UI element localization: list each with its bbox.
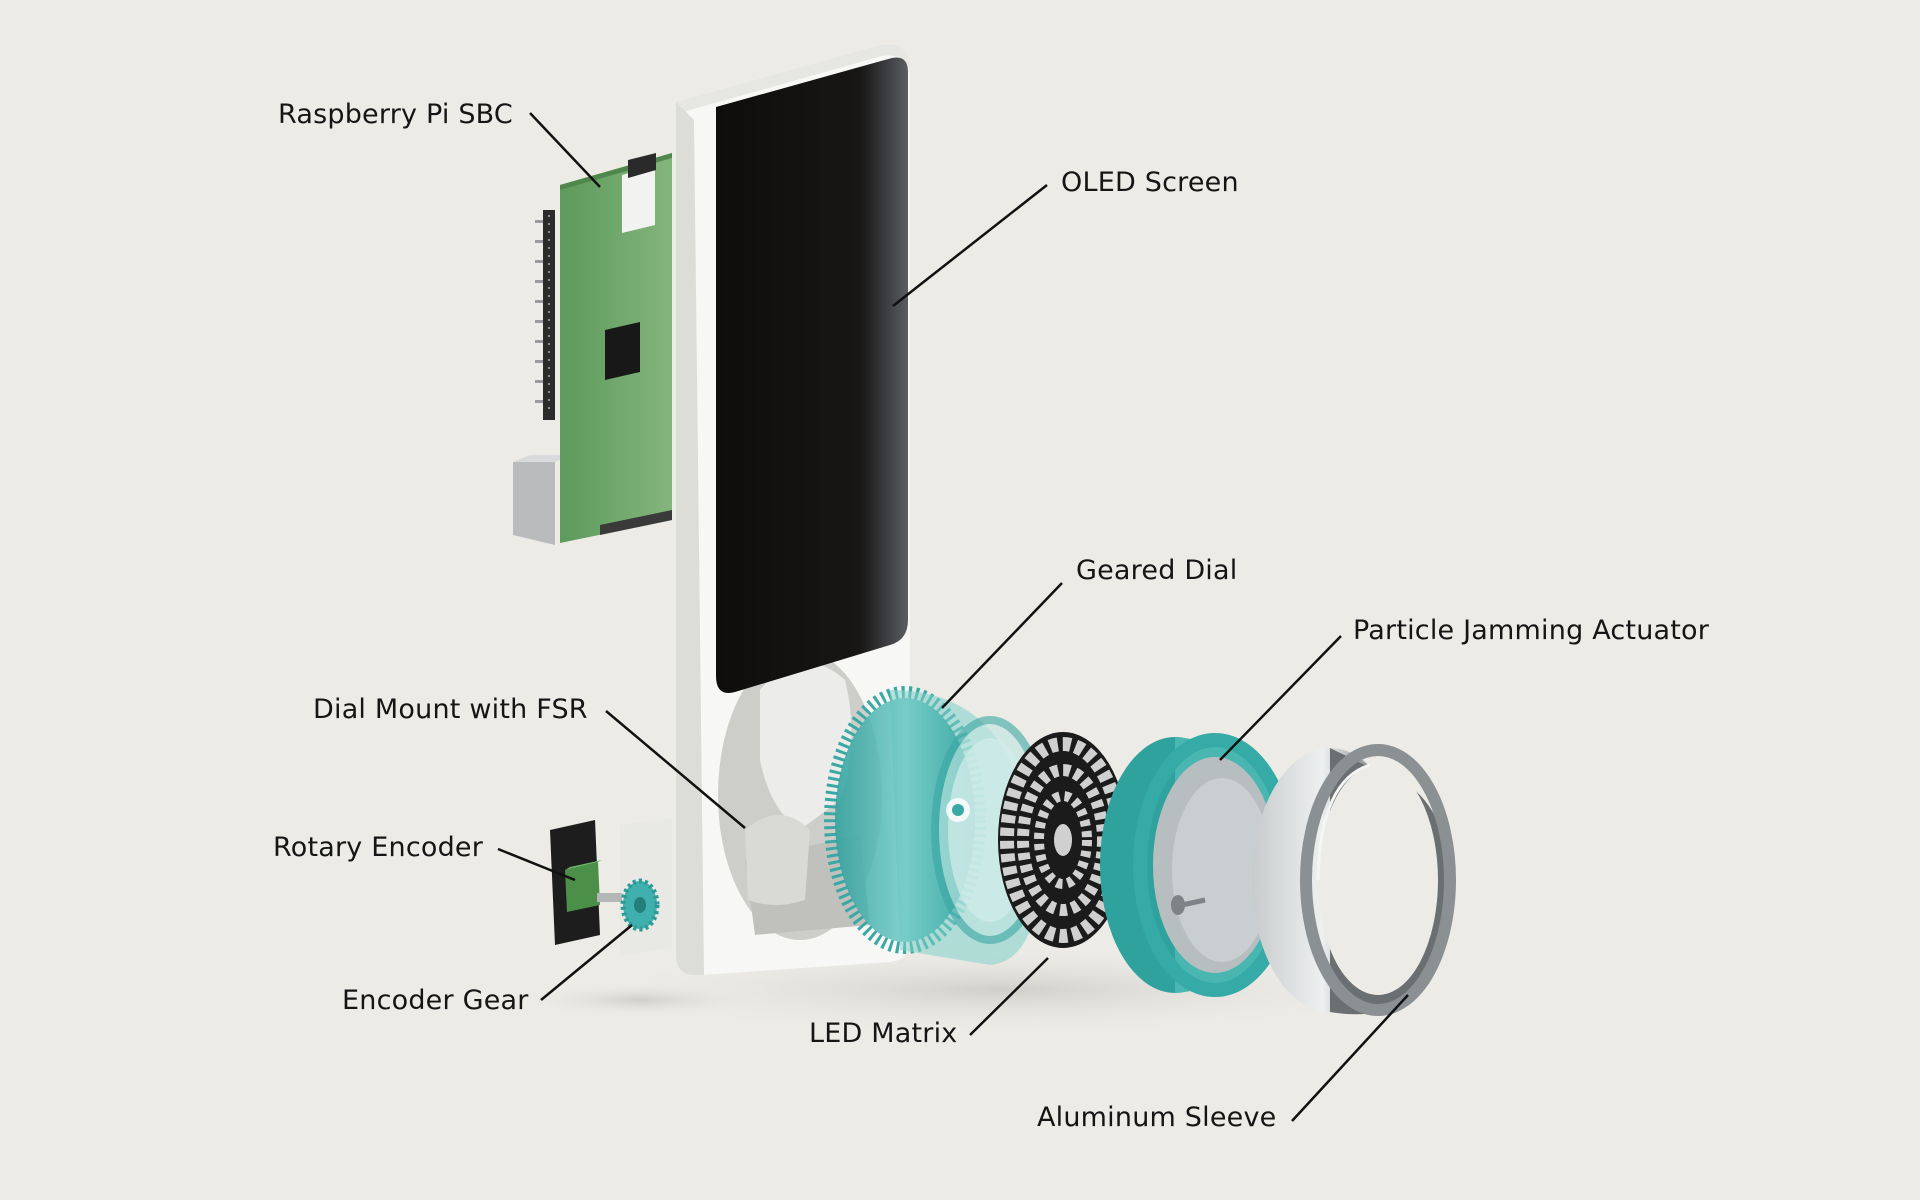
label-particle-jamming-actuator: Particle Jamming Actuator bbox=[1353, 615, 1710, 646]
label-encoder-gear: Encoder Gear bbox=[342, 985, 529, 1016]
label-rotary-encoder: Rotary Encoder bbox=[273, 832, 484, 863]
leader-lines bbox=[497, 112, 1409, 1122]
gpio-header bbox=[543, 210, 555, 420]
label-geared-dial: Geared Dial bbox=[1076, 555, 1238, 586]
particle-jamming-actuator bbox=[1100, 733, 1297, 997]
oled-screen bbox=[716, 57, 908, 693]
label-oled-screen: OLED Screen bbox=[1061, 167, 1239, 198]
encoder-gear bbox=[620, 878, 660, 932]
raspberry-pi-board bbox=[513, 153, 672, 545]
aluminum-sleeve bbox=[1252, 744, 1456, 1016]
label-led-matrix: LED Matrix bbox=[809, 1018, 958, 1049]
label-aluminum-sleeve: Aluminum Sleeve bbox=[1037, 1102, 1277, 1133]
label-dial-mount-with-fsr: Dial Mount with FSR bbox=[313, 694, 588, 725]
label-raspberry-pi-sbc: Raspberry Pi SBC bbox=[278, 99, 513, 130]
